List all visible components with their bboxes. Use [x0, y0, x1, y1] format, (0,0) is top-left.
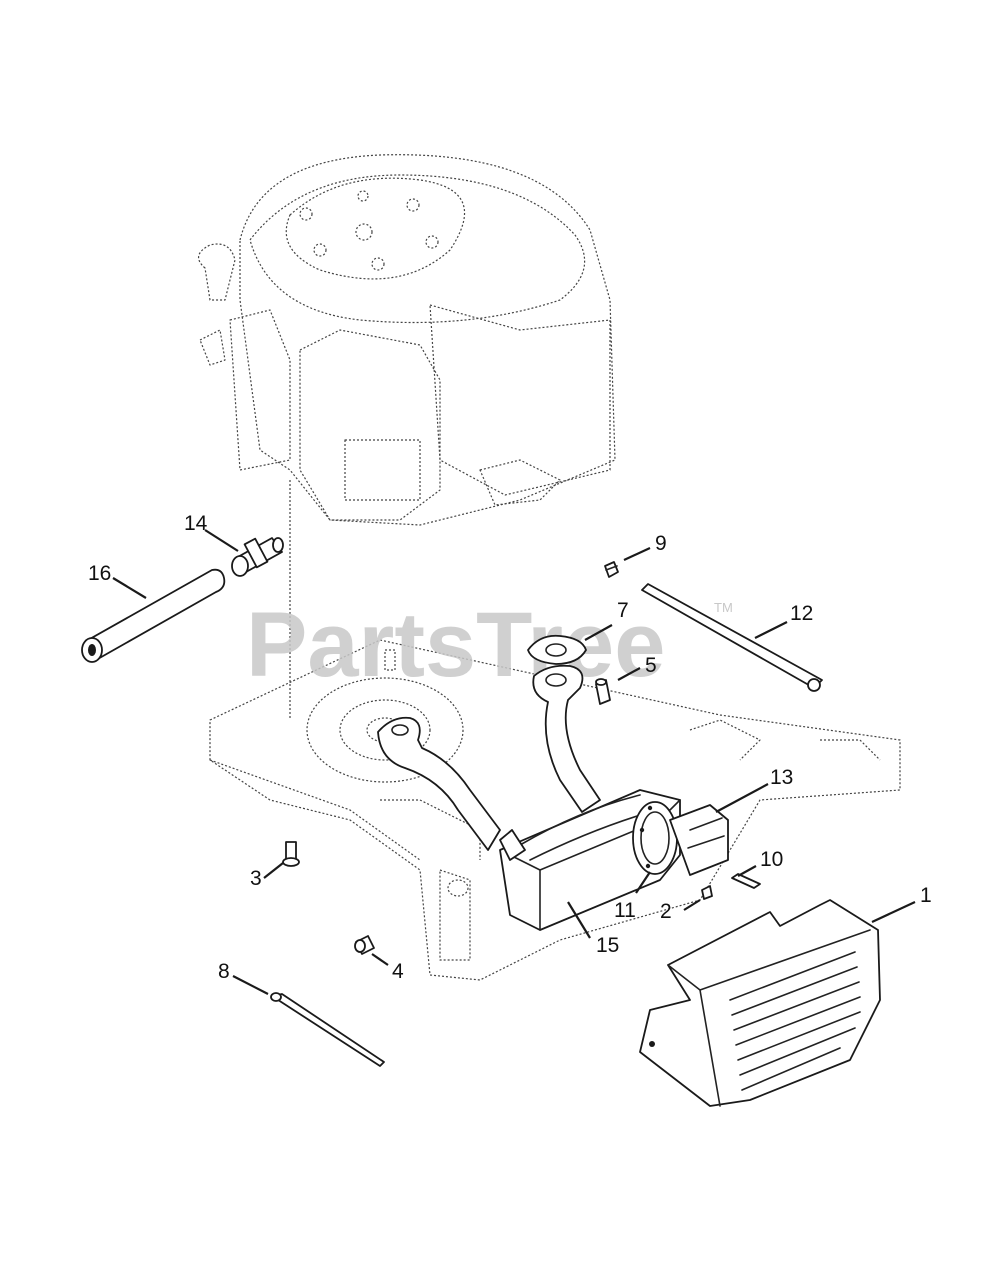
watermark-text: PartsTree [246, 594, 665, 696]
callout-4: 4 [392, 960, 404, 983]
part-8-cable-tie [270, 992, 385, 1067]
callout-8: 8 [218, 960, 230, 983]
part-16-tube [81, 568, 226, 663]
exhaust-pipe-left [377, 716, 501, 851]
part-10-pin [731, 873, 761, 889]
part-2-screw [701, 885, 713, 900]
part-7-gasket [527, 634, 587, 665]
callout-10: 10 [760, 848, 783, 871]
part-14-fitting [231, 537, 284, 577]
callout-labels: 1 2 3 4 5 7 8 9 10 11 12 13 14 15 16 [88, 512, 932, 983]
callout-5: 5 [645, 654, 657, 677]
callout-14: 14 [184, 512, 208, 535]
part-3-bolt [282, 841, 300, 867]
callout-11: 11 [614, 899, 636, 922]
heat-shield-slots [729, 951, 861, 1091]
callout-15: 15 [596, 934, 619, 957]
exhaust-pipe-right [532, 664, 601, 813]
callout-2: 2 [660, 900, 672, 923]
part-4-bolt [354, 935, 375, 955]
callout-13: 13 [770, 766, 793, 789]
part-5-stud [595, 678, 611, 705]
part-9-nut [604, 561, 619, 578]
part-1-heat-shield [639, 899, 881, 1107]
callout-1: 1 [920, 884, 932, 907]
watermark-trademark: TM [714, 600, 733, 615]
chassis-frame [209, 639, 901, 981]
callout-12: 12 [790, 602, 813, 625]
callout-7: 7 [617, 599, 629, 622]
part-13-endcap [632, 801, 729, 876]
callout-9: 9 [655, 532, 667, 555]
callout-16: 16 [88, 562, 111, 585]
part-12-rod [641, 583, 823, 692]
leader-lines [112, 529, 916, 995]
engine-outline [198, 154, 616, 526]
callout-3: 3 [250, 867, 262, 890]
